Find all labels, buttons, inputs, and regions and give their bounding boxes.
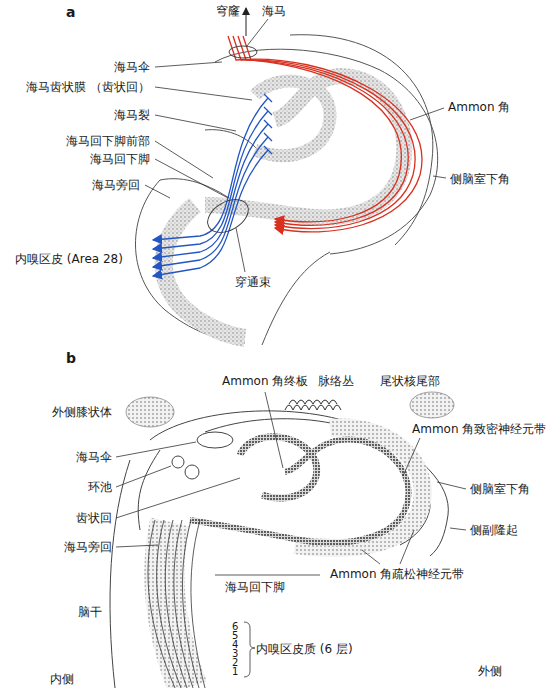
panel-a-outline xyxy=(262,252,330,345)
anatomy-label: Ammon 角疏松神经元带 xyxy=(330,567,464,581)
anatomy-label: 海马旁回 xyxy=(64,540,112,554)
tissue-band xyxy=(164,76,405,338)
anatomy-label: 脑干 xyxy=(78,605,102,619)
anatomy-label: 穿通束 xyxy=(235,275,271,289)
panel-a-outline xyxy=(135,35,437,345)
blue-fiber xyxy=(153,111,268,249)
red-fiber xyxy=(233,36,415,229)
fornix-arrow xyxy=(246,8,247,36)
anatomy-label: 齿状回 xyxy=(76,511,112,525)
anatomy-label: 侧脑室下角 xyxy=(470,482,530,496)
anatomy-label: 内嗅区皮质 (6 层) xyxy=(256,642,353,656)
leader-line xyxy=(155,62,222,67)
anatomy-label: 穹窿 xyxy=(216,4,240,18)
anatomy-label: 海马回下脚前部 xyxy=(66,134,150,148)
anatomy-label: 脉络丛 xyxy=(318,374,354,388)
leader-line xyxy=(450,528,466,530)
panel-b-outline xyxy=(138,450,160,530)
blue-fiber xyxy=(264,94,272,154)
cortex-layer xyxy=(165,520,187,688)
leader-line xyxy=(155,115,236,131)
cortex-layer xyxy=(182,520,199,688)
leader-line xyxy=(410,108,444,120)
anatomy-label: Ammon 角 xyxy=(448,100,510,114)
leader-line xyxy=(116,466,171,487)
blue-fiber xyxy=(153,94,272,276)
panel-b-outline xyxy=(197,432,233,448)
leader-line xyxy=(403,438,420,476)
panel-letter: a xyxy=(66,4,75,20)
anatomy-label: 海马齿状膜 （齿状回） xyxy=(26,80,150,94)
neuron-band xyxy=(295,427,423,547)
panel-b-structure xyxy=(410,392,454,418)
panel-letter: b xyxy=(66,350,76,366)
leader-line xyxy=(247,19,268,46)
orientation-label: 内侧 xyxy=(50,672,74,686)
neuron-band xyxy=(240,437,317,498)
fornix-arrow xyxy=(246,8,247,36)
red-fiber xyxy=(243,36,401,222)
anatomy-label: 环池 xyxy=(88,480,112,494)
blue-fiber xyxy=(153,150,268,276)
anatomy-label: 侧副隆起 xyxy=(470,523,518,537)
leader-line xyxy=(145,19,446,272)
blue-fiber xyxy=(153,124,268,258)
anatomy-label: 尾状核尾部 xyxy=(380,374,440,388)
panel-b-outline xyxy=(150,411,448,556)
leader-line xyxy=(155,159,228,198)
blue-fiber xyxy=(153,98,268,240)
leader-line xyxy=(155,87,252,100)
bundle-ring xyxy=(202,46,257,239)
leader-line xyxy=(155,141,213,178)
leader-line xyxy=(215,575,320,576)
leader-line xyxy=(116,442,196,457)
bundle-ring xyxy=(202,193,254,239)
leader-line xyxy=(116,478,240,518)
blue-fiber xyxy=(153,137,268,267)
tissue-band xyxy=(255,81,330,156)
orientation-label: 外侧 xyxy=(478,664,502,678)
anatomy-label: 海马伞 xyxy=(76,450,112,464)
leader-line xyxy=(433,176,446,178)
anatomy-label: 海马回下脚 xyxy=(225,580,285,594)
panel-b-outline xyxy=(172,456,184,468)
panel-b-structure xyxy=(285,400,341,410)
panel-b-outline xyxy=(185,465,199,479)
cortex-layer xyxy=(157,520,181,688)
anatomy-label: 海马裂 xyxy=(114,108,150,122)
red-fiber xyxy=(228,36,422,232)
leader-line xyxy=(145,185,170,198)
leader-line xyxy=(437,482,466,489)
anatomy-label: 内嗅区皮 (Area 28) xyxy=(15,252,123,266)
panel-b-structure xyxy=(126,392,454,427)
panel-b-structure xyxy=(126,397,174,427)
anatomy-label: 外侧膝状体 xyxy=(52,405,112,419)
neuron-band xyxy=(164,427,423,688)
anatomy-label: 海马 xyxy=(262,4,286,18)
layer-number: 1 xyxy=(232,667,238,677)
anatomy-label: 海马旁回 xyxy=(92,178,140,192)
anatomy-label: Ammon 角终板 xyxy=(222,374,308,388)
bundle-ring xyxy=(229,46,257,58)
panel-a-outline xyxy=(160,179,232,200)
anatomy-label: 海马回下脚 xyxy=(90,152,150,166)
anatomy-label: 侧脑室下角 xyxy=(450,172,510,186)
leader-line xyxy=(400,530,414,564)
leader-line xyxy=(244,622,255,677)
anatomy-label: 海马伞 xyxy=(114,60,150,74)
panel-b-outline xyxy=(110,460,130,688)
tissue-band xyxy=(205,76,404,217)
cortex-layer xyxy=(191,520,205,688)
leader-line xyxy=(236,228,245,272)
anatomy-label: Ammon 角致密神经元带 xyxy=(412,422,546,436)
leader-line xyxy=(265,392,283,468)
leader-line xyxy=(362,550,380,564)
panel-a-outline xyxy=(205,130,258,150)
leader-line xyxy=(116,545,158,547)
red-fiber xyxy=(238,36,408,225)
red-fiber xyxy=(228,36,422,232)
